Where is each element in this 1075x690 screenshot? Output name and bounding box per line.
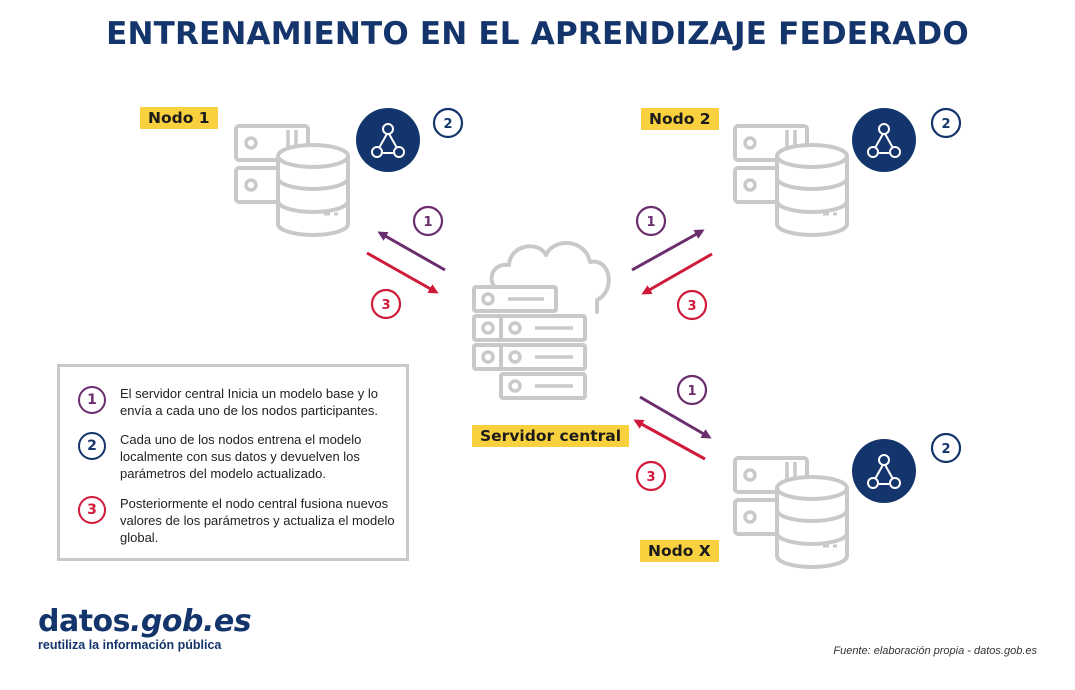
nodex-step1-label: 1 [687,384,696,399]
node2-step3-label: 3 [687,299,696,314]
arrow-step3-node1 [366,251,439,294]
logo-tagline: reutiliza la información pública [38,638,222,652]
node1-step1-label: 1 [423,215,432,230]
page-title: ENTRENAMIENTO EN EL APRENDIZAJE FEDERADO [106,16,969,52]
legend-step1-text: El servidor central Inicia un modelo bas… [120,386,379,418]
node1-label: Nodo 1 [140,107,218,129]
source-note: Fuente: elaboración propia - datos.gob.e… [833,645,1037,657]
server-label: Servidor central [472,425,630,447]
node1-step3-label: 3 [381,298,390,313]
arrow-step1-node2 [631,229,705,272]
legend-box: 1 El servidor central Inicia un modelo b… [57,364,409,561]
legend-step2-badge: 2 [78,432,106,460]
arrow-step3-nodex [633,419,706,461]
node2-step2-label: 2 [941,117,950,132]
node1-server-icon [234,124,350,237]
node2-label: Nodo 2 [641,108,719,130]
nodex-step2-label: 2 [941,442,950,457]
logo-part-es: .es [203,604,252,639]
logo-part-datos: datos [38,604,131,639]
datos-gob-logo[interactable]: datos.gob.es reutiliza la información pú… [38,604,252,652]
arrow-step1-node1 [377,231,446,272]
nodex-step3-label: 3 [646,470,655,485]
nodex-label: Nodo X [640,540,719,562]
legend-step3-badge: 3 [78,496,106,524]
legend-step1-badge: 1 [78,386,106,414]
legend-step3-text: Posteriormente el nodo central fusiona n… [120,496,395,545]
central-server-icon [472,241,611,400]
nodex-model-icon [851,438,917,504]
logo-wordmark: datos.gob.es [38,604,252,639]
legend-step2-text: Cada uno de los nodos entrena el modelo … [120,432,362,481]
node2-server-icon [733,124,849,237]
node1-step2-label: 2 [443,117,452,132]
nodex-server-icon [733,456,849,569]
arrow-step3-node2 [641,252,713,295]
node2-step1-label: 1 [646,215,655,230]
logo-part-gob: .gob [130,604,203,639]
node2-model-icon [851,107,917,173]
arrow-step1-nodex [639,395,712,439]
node1-model-icon [355,107,421,173]
